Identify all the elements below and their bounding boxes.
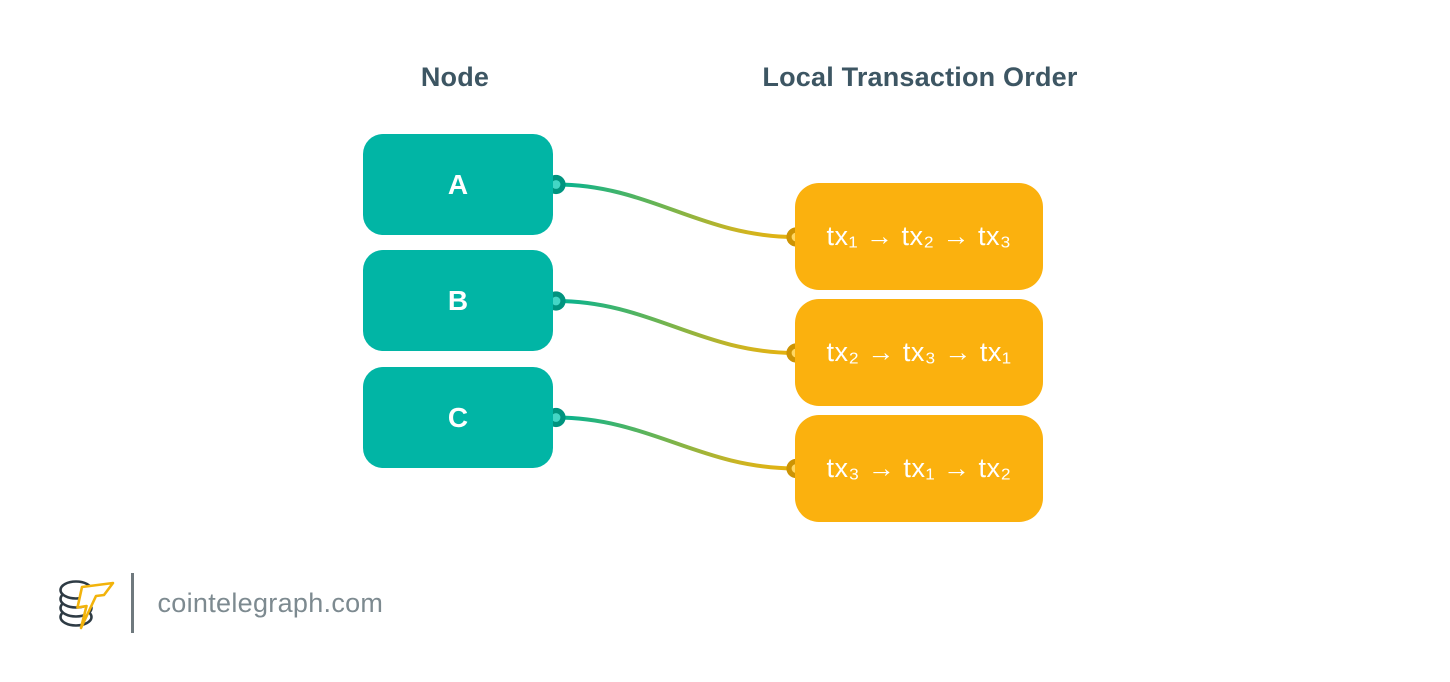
footer: cointelegraph.com <box>55 571 383 635</box>
node-label-a: A <box>447 168 469 200</box>
order-text-2: tx₂ → tx₃ → tx₁ <box>826 337 1012 367</box>
node-label-c: C <box>447 401 469 433</box>
column-header-order: Local Transaction Order <box>762 62 1078 92</box>
node-label-b: B <box>447 284 469 316</box>
column-header-node: Node <box>420 62 490 92</box>
order-box-2: tx₂ → tx₃ → tx₁ <box>795 299 1043 406</box>
lightning-bolt-icon <box>76 581 115 630</box>
cointelegraph-logo-icon <box>59 580 115 630</box>
footer-divider <box>131 573 134 633</box>
order-box-1: tx₁ → tx₂ → tx₃ <box>795 183 1043 290</box>
node-box-b: B <box>363 250 553 351</box>
order-text-1: tx₁ → tx₂ → tx₃ <box>826 221 1012 251</box>
node-box-a: A <box>363 134 553 235</box>
connector-curve-b <box>555 299 797 355</box>
order-box-3: tx₃ → tx₁ → tx₂ <box>795 415 1043 522</box>
order-text-3: tx₃ → tx₁ → tx₂ <box>826 453 1012 483</box>
connector-curve-a <box>555 182 797 239</box>
connector-curve-c <box>555 415 797 471</box>
footer-site-text: cointelegraph.com <box>157 587 384 618</box>
node-box-c: C <box>363 367 553 468</box>
